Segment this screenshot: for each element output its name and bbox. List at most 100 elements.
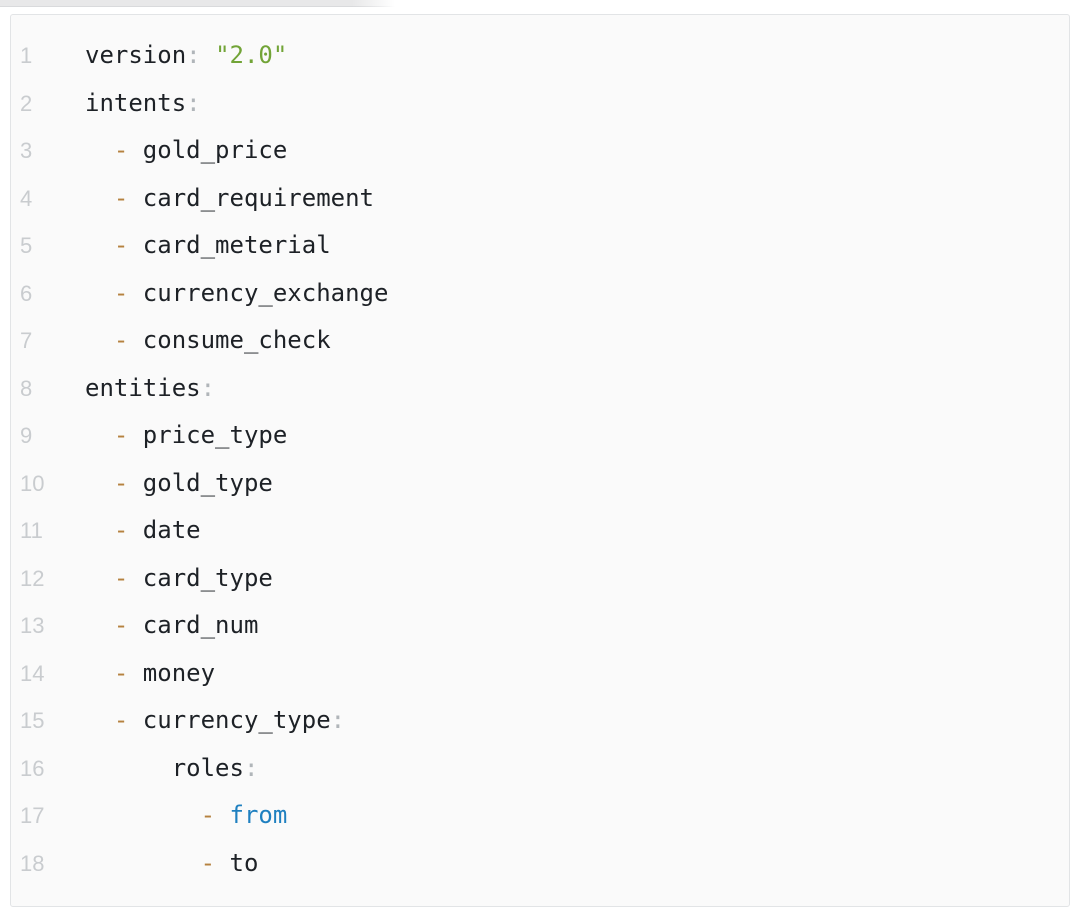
code-token-text: date bbox=[128, 516, 201, 544]
line-number: 10 bbox=[20, 470, 45, 496]
code-text: - consume_check bbox=[85, 317, 1069, 365]
code-text: - to bbox=[85, 840, 1069, 888]
code-token-keyword: from bbox=[229, 801, 288, 829]
line-number: 6 bbox=[20, 280, 33, 306]
code-line: 12 - card_type bbox=[11, 555, 1069, 603]
code-token-text bbox=[85, 659, 114, 687]
line-number: 11 bbox=[20, 518, 43, 543]
code-token-dash: - bbox=[113, 183, 129, 212]
code-token-text: to bbox=[215, 848, 259, 877]
code-text: - money bbox=[85, 650, 1069, 698]
line-number: 17 bbox=[20, 803, 45, 828]
code-token-text bbox=[85, 516, 114, 544]
code-token-dash: - bbox=[113, 468, 129, 497]
code-token-text: card_type bbox=[128, 563, 273, 592]
code-text: - from bbox=[85, 792, 1069, 840]
line-number: 18 bbox=[20, 850, 45, 876]
code-line: 9 - price_type bbox=[11, 412, 1069, 460]
code-token-text: gold_type bbox=[128, 468, 273, 497]
code-token-text: roles bbox=[85, 753, 244, 782]
code-line: 8 entities: bbox=[11, 365, 1069, 413]
line-number: 16 bbox=[20, 755, 45, 781]
code-token-punct: : bbox=[200, 373, 216, 402]
code-line: 18 - to bbox=[11, 840, 1069, 888]
code-text: - card_requirement bbox=[85, 175, 1069, 223]
code-token-text bbox=[85, 421, 114, 449]
code-text: - price_type bbox=[85, 412, 1069, 460]
code-token-punct: : bbox=[186, 88, 201, 117]
code-token-text bbox=[85, 801, 201, 829]
line-number: 12 bbox=[20, 565, 45, 591]
line-number: 2 bbox=[20, 90, 33, 116]
code-token-text: entities bbox=[85, 373, 201, 402]
code-token-dash: - bbox=[113, 706, 129, 734]
code-line: 16 roles: bbox=[11, 745, 1069, 793]
code-token-dash: - bbox=[113, 136, 129, 164]
code-token-text bbox=[85, 469, 114, 497]
code-line: 17 - from bbox=[11, 792, 1069, 840]
code-text: - currency_type: bbox=[85, 697, 1069, 745]
truncated-header-strip bbox=[0, 0, 395, 7]
code-token-dash: - bbox=[113, 231, 129, 259]
code-token-text bbox=[85, 326, 114, 354]
code-token-text bbox=[85, 279, 114, 307]
code-line: 10 - gold_type bbox=[11, 460, 1069, 508]
code-text: - card_meterial bbox=[85, 222, 1069, 270]
line-number: 8 bbox=[20, 375, 33, 401]
code-token-string: "2.0" bbox=[215, 41, 288, 69]
code-token-text bbox=[215, 801, 229, 829]
code-token-dash: - bbox=[113, 658, 129, 687]
code-line: 13 - card_num bbox=[11, 602, 1069, 650]
line-number: 1 bbox=[20, 43, 33, 68]
code-token-dash: - bbox=[113, 278, 129, 307]
code-token-text: gold_price bbox=[128, 136, 288, 164]
code-line: 5 - card_meterial bbox=[11, 222, 1069, 270]
code-line: 11 - date bbox=[11, 507, 1069, 555]
code-token-dash: - bbox=[113, 421, 129, 449]
code-token-text: version bbox=[85, 41, 187, 69]
code-token-dash: - bbox=[200, 801, 216, 829]
code-token-dash: - bbox=[200, 848, 216, 877]
code-token-dash: - bbox=[113, 516, 129, 544]
code-token-text: card_num bbox=[128, 611, 259, 639]
code-token-text: card_requirement bbox=[128, 183, 374, 212]
code-token-text bbox=[85, 231, 114, 259]
code-text: intents: bbox=[85, 80, 1069, 128]
code-token-text: currency_exchange bbox=[128, 278, 389, 307]
line-number: 9 bbox=[20, 423, 33, 448]
code-text: version: "2.0" bbox=[85, 32, 1069, 80]
code-token-text: consume_check bbox=[128, 326, 331, 354]
code-line: 15 - currency_type: bbox=[11, 697, 1069, 745]
code-token-punct: : bbox=[186, 41, 201, 69]
code-token-dash: - bbox=[113, 611, 129, 639]
code-token-text bbox=[85, 849, 201, 877]
code-token-text: price_type bbox=[128, 421, 288, 449]
code-text: - currency_exchange bbox=[85, 270, 1069, 318]
line-number: 5 bbox=[20, 233, 33, 258]
code-line: 4 - card_requirement bbox=[11, 175, 1069, 223]
code-token-text bbox=[201, 41, 215, 69]
code-text: - gold_type bbox=[85, 460, 1069, 508]
code-line: 2 intents: bbox=[11, 80, 1069, 128]
line-number: 15 bbox=[20, 708, 45, 733]
code-line: 1 version: "2.0" bbox=[11, 32, 1069, 80]
line-number: 13 bbox=[20, 613, 45, 638]
code-token-text bbox=[85, 564, 114, 592]
code-text: - card_num bbox=[85, 602, 1069, 650]
code-line: 3 - gold_price bbox=[11, 127, 1069, 175]
code-line: 7 - consume_check bbox=[11, 317, 1069, 365]
code-token-text bbox=[85, 184, 114, 212]
code-token-dash: - bbox=[113, 326, 129, 354]
code-token-text: money bbox=[128, 658, 216, 687]
line-number: 14 bbox=[20, 660, 45, 686]
code-text: - gold_price bbox=[85, 127, 1069, 175]
code-token-text bbox=[85, 706, 114, 734]
code-token-text bbox=[85, 611, 114, 639]
code-token-punct: : bbox=[243, 753, 259, 782]
code-text: roles: bbox=[85, 745, 1069, 793]
code-text: - date bbox=[85, 507, 1069, 555]
code-text: - card_type bbox=[85, 555, 1069, 603]
code-line: 14 - money bbox=[11, 650, 1069, 698]
